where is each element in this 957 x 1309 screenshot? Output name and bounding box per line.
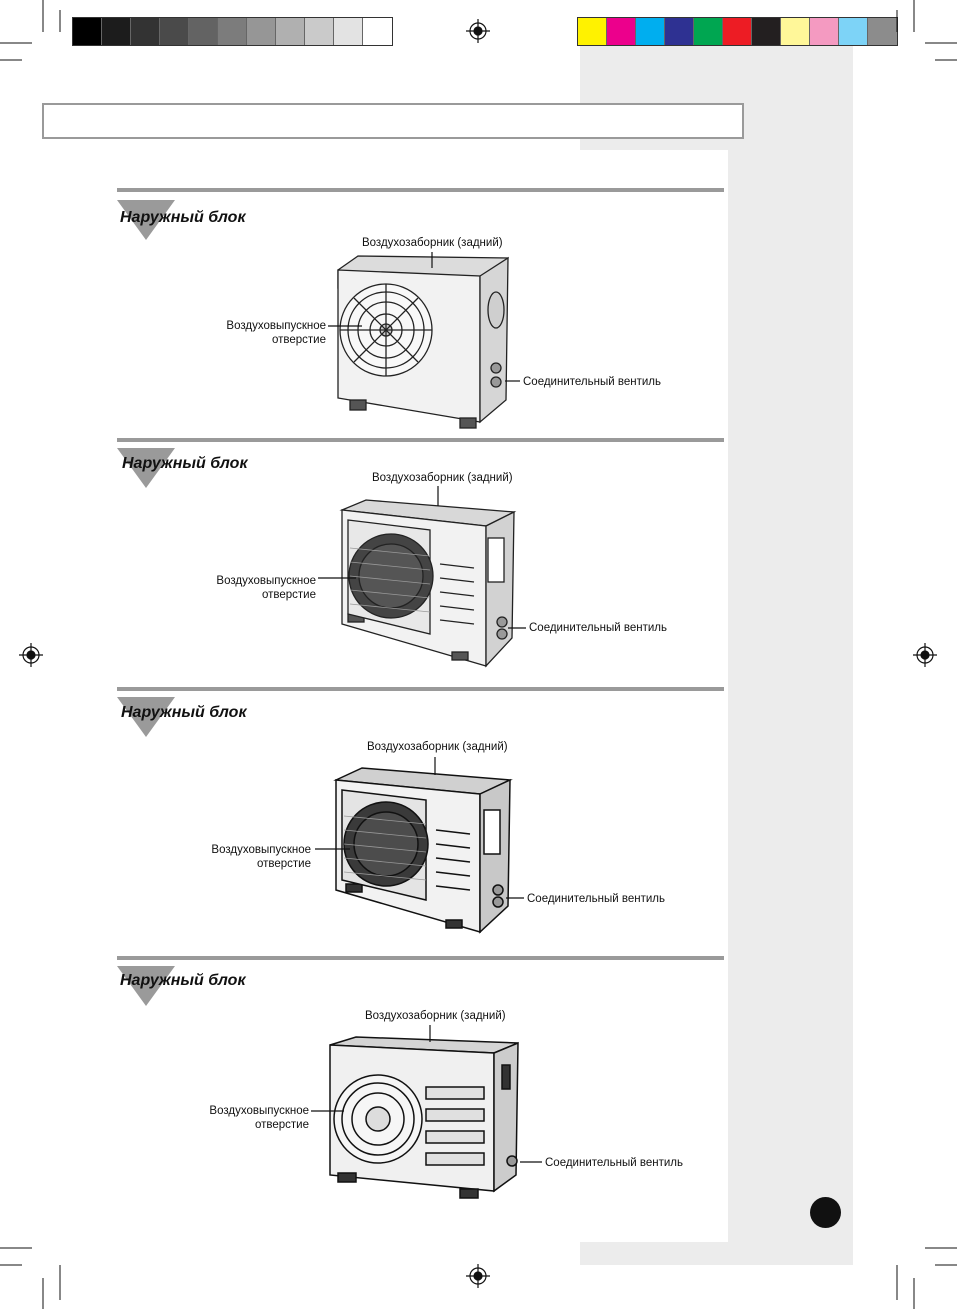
section-divider — [117, 438, 724, 442]
grayscale-calibration-bar — [72, 17, 393, 46]
color-swatch — [839, 18, 868, 45]
section-marker-icon — [117, 200, 175, 240]
valve-label: Соединительный вентиль — [527, 893, 665, 905]
registration-mark-icon — [19, 643, 43, 667]
air-outlet-label-line2: отверстие — [256, 858, 311, 870]
air-outlet-label-line1: Воздуховыпускное — [211, 844, 311, 856]
outdoor-unit-2-illustration — [339, 499, 517, 668]
outdoor-unit-4-illustration — [329, 1036, 519, 1199]
color-swatch — [363, 18, 392, 45]
sidebar-panel-bottom — [580, 1242, 853, 1265]
color-swatch — [636, 18, 665, 45]
air-intake-label: Воздухозаборник (задний) — [365, 1010, 506, 1022]
color-swatch — [665, 18, 694, 45]
section-marker-icon — [117, 966, 175, 1006]
air-outlet-label-line1: Воздуховыпускное — [226, 320, 326, 332]
air-outlet-label-line1: Воздуховыпускное — [209, 1105, 309, 1117]
page-number-badge — [810, 1197, 841, 1228]
color-swatch — [334, 18, 363, 45]
color-swatch — [868, 18, 897, 45]
color-swatch — [73, 18, 102, 45]
color-swatch — [276, 18, 305, 45]
sidebar-panel — [728, 150, 853, 1265]
air-intake-label: Воздухозаборник (задний) — [367, 741, 508, 753]
color-swatch — [131, 18, 160, 45]
color-swatch — [305, 18, 334, 45]
section-title: Наружный блок — [122, 455, 248, 472]
color-swatch — [247, 18, 276, 45]
color-calibration-bar — [577, 17, 898, 46]
color-swatch — [102, 18, 131, 45]
color-swatch — [752, 18, 781, 45]
section-divider — [117, 956, 724, 960]
color-swatch — [160, 18, 189, 45]
air-outlet-label-line1: Воздуховыпускное — [216, 575, 316, 587]
outdoor-unit-3-illustration — [333, 767, 513, 934]
valve-label: Соединительный вентиль — [523, 376, 661, 388]
section-divider — [117, 687, 724, 691]
registration-mark-icon — [913, 643, 937, 667]
section-title: Наружный блок — [121, 704, 247, 721]
color-swatch — [218, 18, 247, 45]
registration-mark-icon — [466, 19, 490, 43]
valve-label: Соединительный вентиль — [529, 622, 667, 634]
air-outlet-label-line2: отверстие — [271, 334, 326, 346]
color-swatch — [578, 18, 607, 45]
color-swatch — [810, 18, 839, 45]
page-header-box — [42, 103, 744, 139]
air-intake-label: Воздухозаборник (задний) — [362, 237, 503, 249]
air-outlet-label-line2: отверстие — [254, 1119, 309, 1131]
color-swatch — [781, 18, 810, 45]
color-swatch — [694, 18, 723, 45]
air-intake-label: Воздухозаборник (задний) — [372, 472, 513, 484]
section-title: Наружный блок — [120, 209, 246, 226]
section-marker-icon — [117, 448, 175, 488]
section-divider — [117, 188, 724, 192]
air-outlet-label-line2: отверстие — [261, 589, 316, 601]
section-marker-icon — [117, 697, 175, 737]
registration-mark-icon — [466, 1264, 490, 1288]
section-title: Наружный блок — [120, 972, 246, 989]
valve-label: Соединительный вентиль — [545, 1157, 683, 1169]
color-swatch — [723, 18, 752, 45]
color-swatch — [607, 18, 636, 45]
color-swatch — [189, 18, 218, 45]
outdoor-unit-1-illustration — [337, 255, 509, 429]
